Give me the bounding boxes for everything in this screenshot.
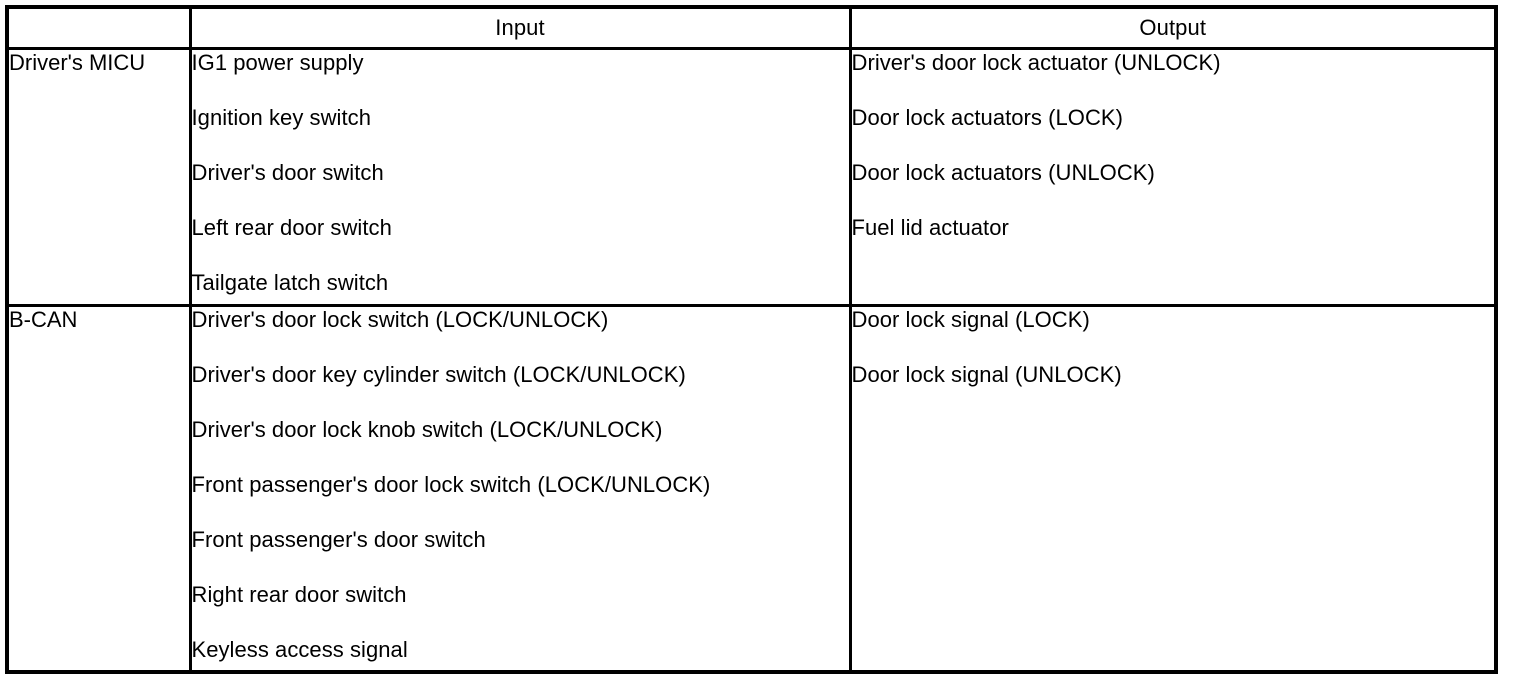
header-cell-input: Input <box>188 7 850 49</box>
list-item: Door lock actuators (LOCK) <box>851 105 1123 130</box>
list-item: Door lock signal (LOCK) <box>851 307 1090 332</box>
header-cell-system <box>7 7 190 49</box>
list-item: Left rear door switch <box>191 215 392 240</box>
input-output-table: Input Output Driver's MICU IG1 power sup… <box>5 5 1498 674</box>
table-row: Driver's MICU IG1 power supply Ignition … <box>7 47 1496 306</box>
list-item: Front passenger's door lock switch (LOCK… <box>191 472 711 497</box>
list-item: IG1 power supply <box>191 50 364 75</box>
list-item: Driver's door lock switch (LOCK/UNLOCK) <box>191 307 609 332</box>
table-body: Driver's MICU IG1 power supply Ignition … <box>7 47 1496 672</box>
list-item: Keyless access signal <box>191 637 408 662</box>
system-label-micu: Driver's MICU <box>7 47 190 306</box>
list-item: Door lock signal (UNLOCK) <box>851 362 1122 387</box>
list-item: Tailgate latch switch <box>191 270 389 295</box>
header-row: Input Output <box>7 7 1496 49</box>
input-list-micu: IG1 power supply Ignition key switch Dri… <box>188 47 850 306</box>
output-list-micu: Driver's door lock actuator (UNLOCK) Doo… <box>848 47 1496 306</box>
system-label-bcan: B-CAN <box>7 304 190 672</box>
list-item: Fuel lid actuator <box>851 215 1009 240</box>
list-item: Driver's door switch <box>191 160 384 185</box>
input-list-bcan: Driver's door lock switch (LOCK/UNLOCK) … <box>188 304 850 672</box>
list-item: Right rear door switch <box>191 582 407 607</box>
list-item: Driver's door key cylinder switch (LOCK/… <box>191 362 686 387</box>
table-row: B-CAN Driver's door lock switch (LOCK/UN… <box>7 304 1496 672</box>
list-item: Ignition key switch <box>191 105 371 130</box>
list-item: Driver's door lock knob switch (LOCK/UNL… <box>191 417 663 442</box>
list-item: Door lock actuators (UNLOCK) <box>851 160 1155 185</box>
output-list-bcan: Door lock signal (LOCK) Door lock signal… <box>848 304 1496 672</box>
list-item: Driver's door lock actuator (UNLOCK) <box>851 50 1221 75</box>
header-cell-output: Output <box>848 7 1496 49</box>
table-header: Input Output <box>7 7 1496 49</box>
list-item: Front passenger's door switch <box>191 527 486 552</box>
